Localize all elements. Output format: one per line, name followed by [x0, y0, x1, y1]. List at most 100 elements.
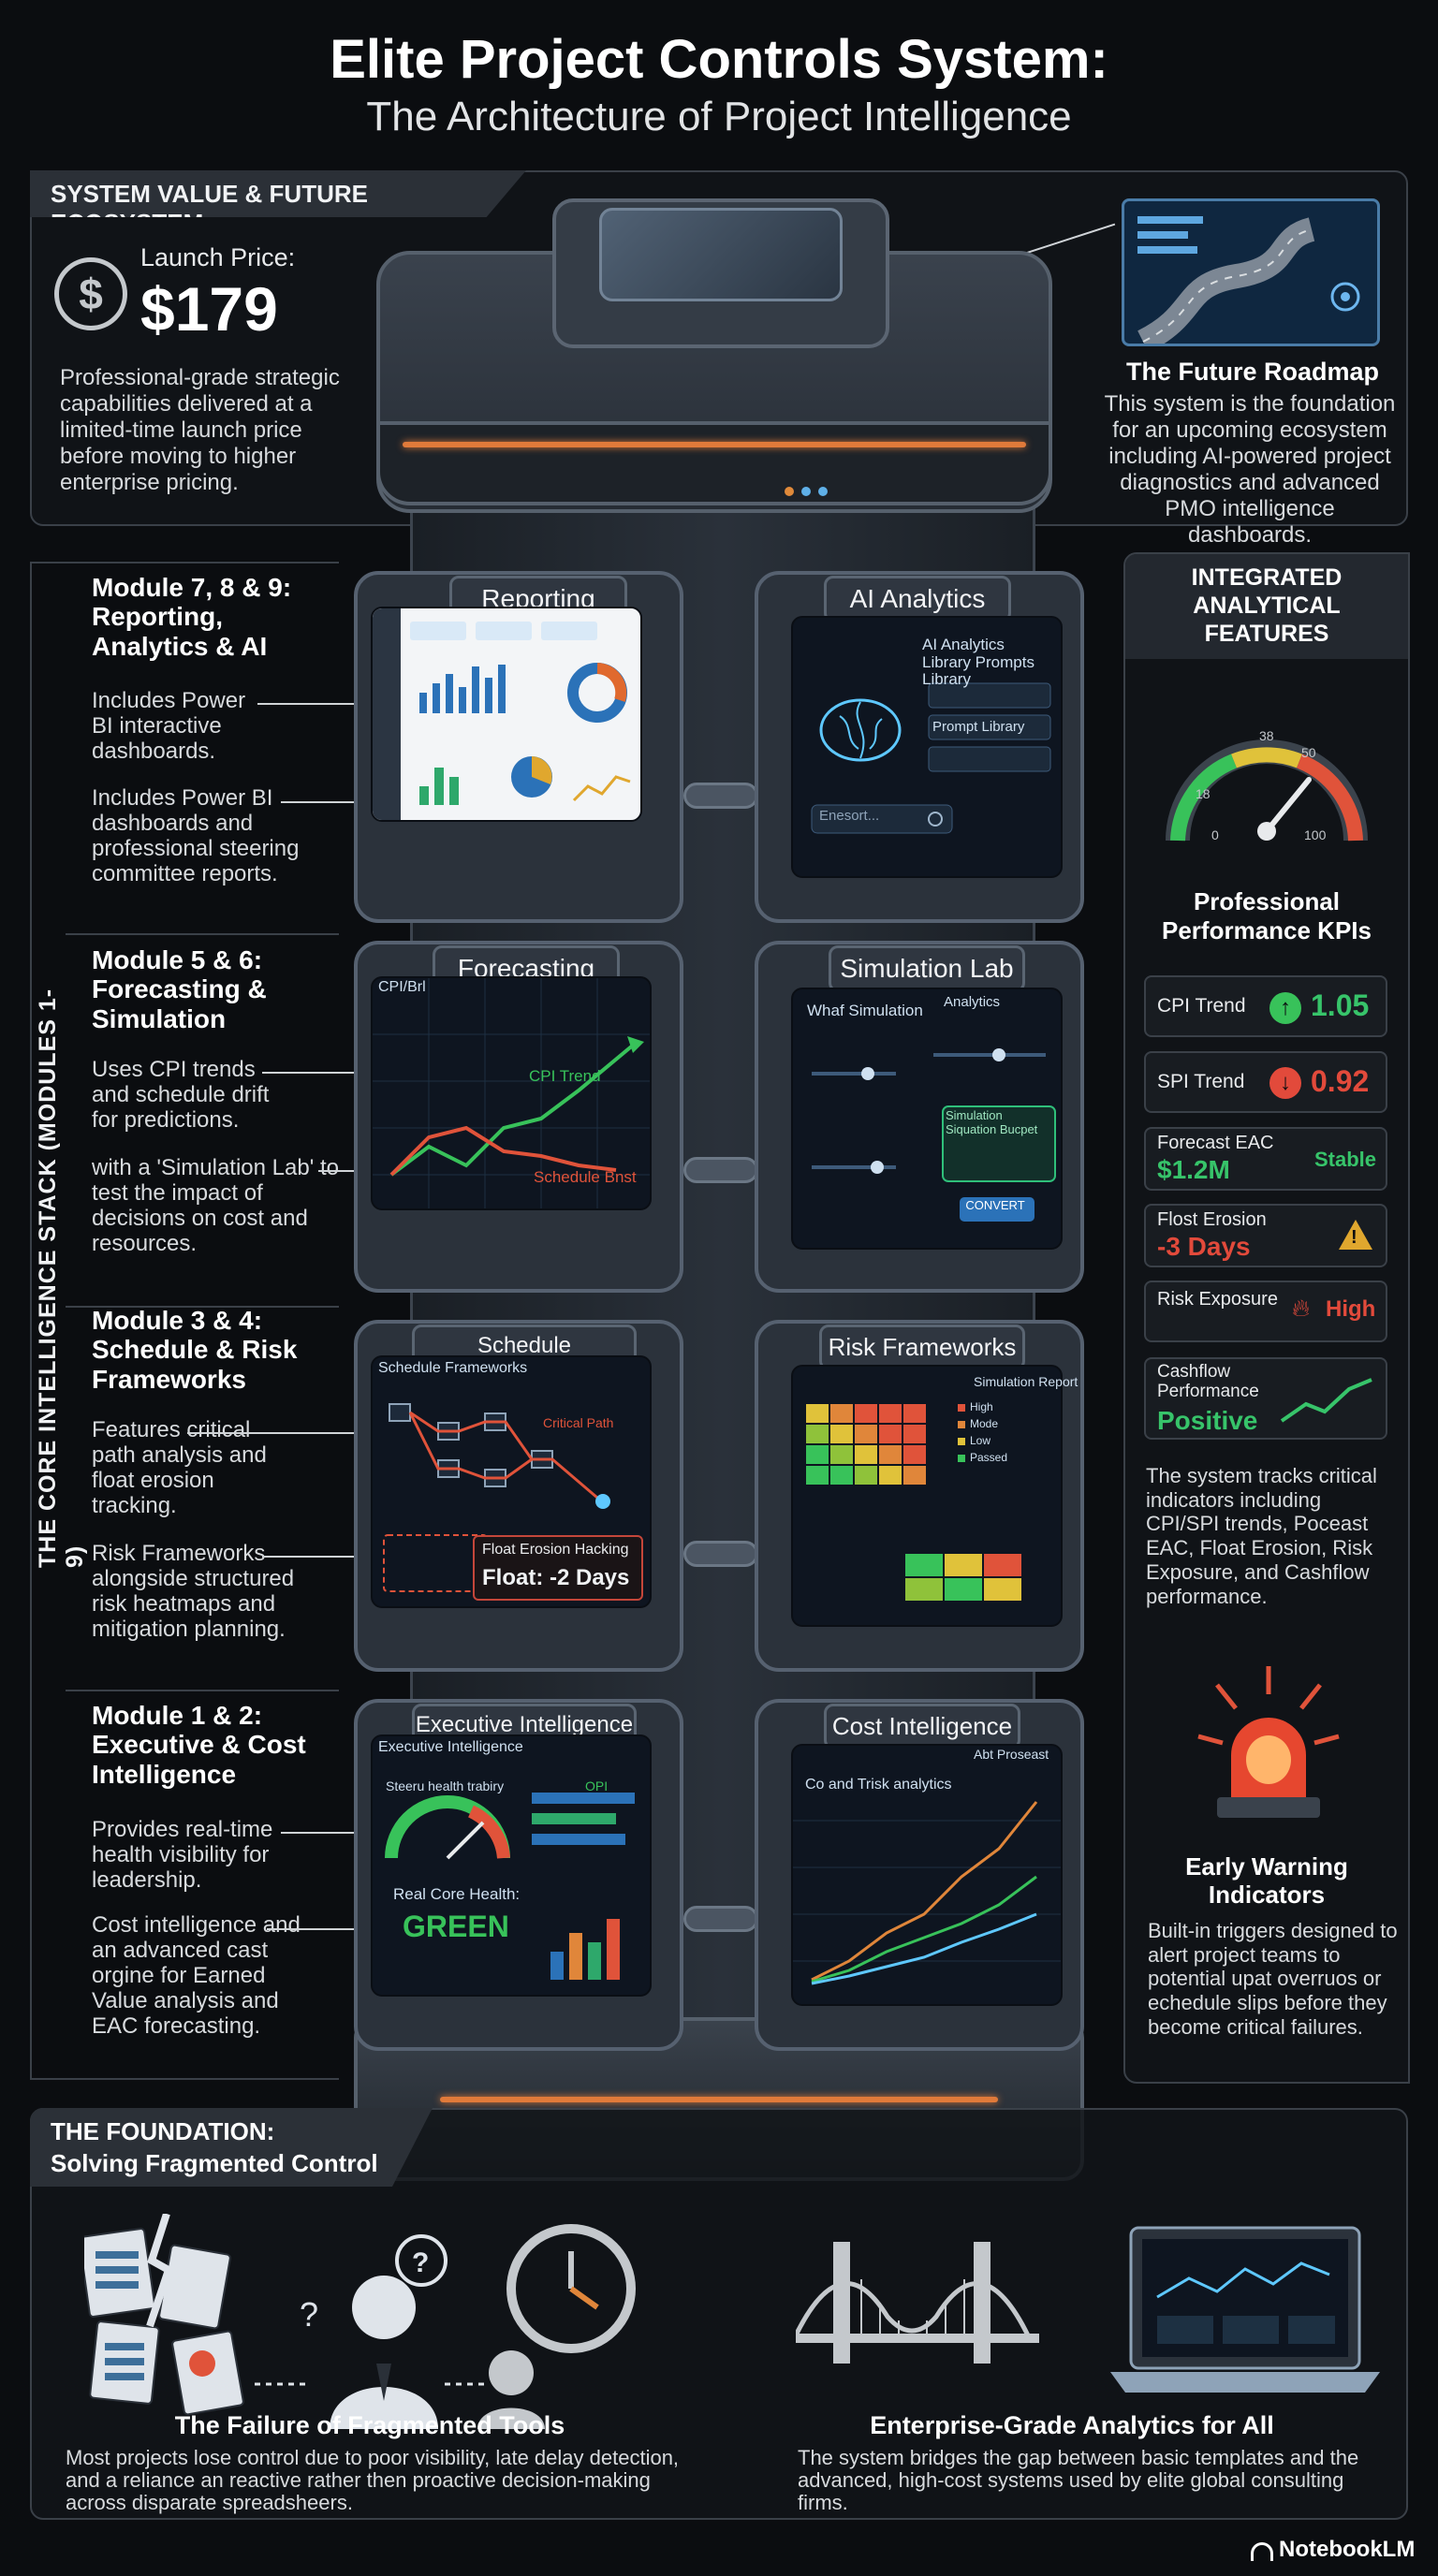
module-1-2-connector-2	[267, 1928, 370, 1930]
gauge-tick-38: 38	[1259, 728, 1274, 743]
alarm-light-icon	[1189, 1657, 1348, 1825]
module-5-6-point-2: with a 'Simulation Lab' to test the impa…	[92, 1155, 339, 1256]
module-connector-pipe	[683, 783, 758, 809]
tower-top-cap-rim	[376, 421, 1052, 505]
launch-price: $179	[140, 274, 278, 344]
module-connector-pipe	[683, 1906, 758, 1932]
kpi-gauge-icon	[1150, 681, 1384, 869]
float-erosion-kpi-label: Flost Erosion	[1157, 1209, 1267, 1230]
kpi-card-forecast-eac	[1144, 1127, 1387, 1191]
module-separator	[66, 933, 339, 935]
kpi-panel-title-bg	[1125, 554, 1408, 659]
gauge-tick-100: 100	[1304, 827, 1327, 842]
kpi-card-spi	[1144, 1051, 1387, 1113]
tower-accent-glow	[403, 442, 1026, 447]
module-1-2-title: Module 1 & 2: Executive & Cost Intellige…	[92, 1701, 306, 1789]
reporting-screen	[371, 607, 642, 822]
module-3-4-point-1: Features critical path analysis and floa…	[92, 1417, 267, 1518]
tower-status-led	[801, 487, 811, 496]
page-subtitle: The Architecture of Project Intelligence	[366, 94, 1072, 139]
early-warning-title: Early Warning Indicators	[1185, 1852, 1348, 1909]
warning-triangle-icon	[1339, 1220, 1372, 1250]
project-health-status: GREEN	[403, 1910, 509, 1943]
module-7-8-9-title: Module 7, 8 & 9: Reporting, Analytics & …	[92, 573, 292, 661]
schedule-screen-head: Schedule Frameworks	[378, 1360, 528, 1376]
executive-badge: OPI	[585, 1778, 609, 1793]
ai-library-title: AI Analytics Library Prompts Library	[922, 636, 1034, 689]
module-3-4-connector-2	[262, 1556, 370, 1558]
simulation-run-button[interactable]: CONVERT	[965, 1198, 1025, 1212]
module-1-2-connector-1	[281, 1832, 370, 1834]
executive-subtitle: Steeru health trabiry	[386, 1778, 505, 1793]
risk-legend-low: Low	[970, 1434, 991, 1447]
module-separator	[66, 1306, 339, 1308]
module-connector-pipe	[683, 1157, 758, 1183]
svg-text:?: ?	[300, 2295, 318, 2334]
early-warning-description: Built-in triggers designed to alert proj…	[1148, 1919, 1398, 2039]
spi-trend-value: 0.92	[1311, 1064, 1370, 1098]
kpi-card-risk-exposure	[1144, 1281, 1387, 1342]
tower-top-screen	[599, 208, 843, 301]
risk-report-head: Simulation Report	[974, 1374, 1078, 1389]
float-erosion-kpi-value: -3 Days	[1157, 1232, 1251, 1261]
core-stack-panel	[30, 562, 339, 2080]
svg-text:?: ?	[412, 2247, 429, 2278]
module-1-2-point-1: Provides real-time health visibility for…	[92, 1817, 273, 1893]
simulation-result-text: Simulation Siquation Bucpet	[946, 1108, 1038, 1136]
module-1-2-point-2: Cost intelligence and an advanced cast o…	[92, 1912, 301, 2039]
tower-status-led	[785, 487, 794, 496]
roadmap-description: This system is the foundation for an upc…	[1104, 391, 1396, 549]
module-7-8-9-point-2: Includes Power BI dashboards and profess…	[92, 785, 300, 886]
project-health-label: Real Core Health:	[393, 1885, 521, 1903]
gauge-tick-18: 18	[1196, 786, 1211, 801]
module-3-4-title: Module 3 & 4: Schedule & Risk Frameworks	[92, 1306, 298, 1394]
dollar-icon: $	[54, 257, 127, 330]
price-description: Professional-grade strategic capabilitie…	[60, 365, 340, 496]
cpi-trend-label: CPI Trend	[529, 1067, 601, 1085]
foundation-tag-title: THE FOUNDATION:	[51, 2117, 275, 2145]
flame-icon: 🔥︎	[1292, 1294, 1311, 1322]
risk-legend-high: High	[970, 1400, 993, 1413]
simulation-lab-screen	[791, 988, 1063, 1250]
kpi-panel-title: INTEGRATED ANALYTICAL FEATURES	[1191, 564, 1343, 647]
module-5-6-connector-2	[318, 1170, 370, 1172]
module-7-8-9-connector-2	[281, 801, 370, 803]
ai-search-input[interactable]: Enesort...	[819, 808, 880, 824]
notebooklm-logo-icon	[1251, 2542, 1273, 2561]
enterprise-analytics-title: Enterprise-Grade Analytics for All	[870, 2411, 1274, 2439]
risk-exposure-label: Risk Exposure	[1157, 1289, 1278, 1310]
kpi-description: The system tracks critical indicators in…	[1146, 1464, 1377, 1608]
forecast-chart-head: CPI/Brl	[378, 979, 426, 995]
executive-intelligence-screen	[371, 1734, 652, 1997]
enterprise-analytics-description: The system bridges the gap between basic…	[798, 2446, 1359, 2515]
cost-intelligence-label: Cost Intelligence	[824, 1704, 1020, 1749]
page-title: Elite Project Controls System:	[330, 29, 1108, 90]
cost-legend: Abt Proseast	[974, 1747, 1049, 1762]
float-erosion-value: Float: -2 Days	[482, 1565, 630, 1590]
kpi-heading: Professional Performance KPIs	[1162, 887, 1372, 945]
ai-library-row: Prompt Library	[932, 719, 1025, 735]
module-3-4-point-2: Risk Frameworks alongside structured ris…	[92, 1541, 295, 1642]
forecast-eac-value: $1.2M	[1157, 1155, 1230, 1184]
forecast-eac-label: Forecast EAC	[1157, 1133, 1274, 1153]
critical-path-label: Critical Path	[543, 1415, 614, 1430]
arrow-up-icon: ↑	[1269, 992, 1301, 1024]
risk-frameworks-screen	[791, 1365, 1063, 1627]
tower-base-glow	[440, 2097, 998, 2102]
value-section-tag: SYSTEM VALUE & FUTURE ECOSYSTEM	[30, 170, 526, 217]
footer-brand: NotebookLM	[1279, 2537, 1416, 2562]
foundation-tag-subtitle: Solving Fragmented Control	[51, 2149, 378, 2177]
brain-icon	[811, 682, 1051, 834]
gauge-tick-0: 0	[1211, 827, 1219, 842]
simulation-analytics-head: Analytics	[944, 994, 1001, 1010]
module-7-8-9-connector-1	[257, 703, 370, 705]
risk-legend-passed: Passed	[970, 1451, 1008, 1464]
float-erosion-label: Float Erosion Hacking	[482, 1542, 629, 1558]
module-7-8-9-point-1: Includes Power BI interactive dashboards…	[92, 688, 246, 764]
simulation-lab-label: Simulation Lab	[829, 945, 1025, 992]
module-5-6-point-1: Uses CPI trends and schedule drift for p…	[92, 1057, 270, 1133]
cost-intelligence-screen	[791, 1744, 1063, 2006]
module-separator	[66, 1690, 339, 1691]
warning-triangle-mark: !	[1351, 1227, 1357, 1248]
cpi-trend-value: 1.05	[1311, 988, 1370, 1022]
